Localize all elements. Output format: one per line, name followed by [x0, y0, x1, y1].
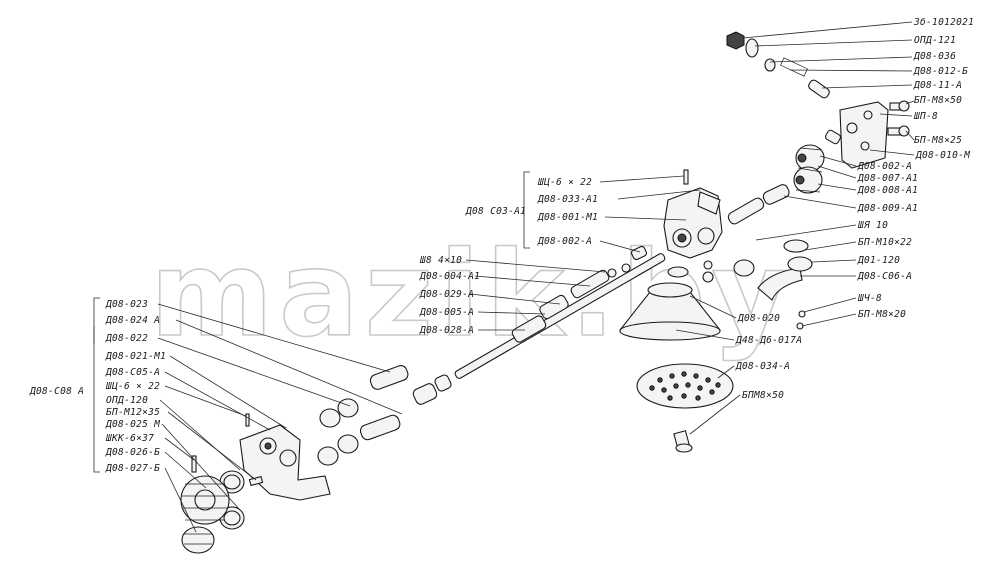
labels-right: 3б-1012021 ОПД-121 Д08-036 Д08-012-Б Д08… — [742, 17, 974, 401]
label-l10: Д08-026-Б — [105, 447, 160, 458]
label-c9: Д08-028-А — [419, 325, 474, 336]
label-l11: Д08-027-Б — [105, 463, 160, 474]
labels-center: ШЦ-6 × 22 Д08-033-А1 Д08 С03-А1 Д08-001-… — [419, 177, 802, 372]
perforated-disc-part — [636, 363, 734, 409]
label-c6: Д08-004-А1 — [419, 271, 480, 282]
label-r5: БП-М8×50 — [914, 95, 962, 106]
label-r15: Д01-120 — [857, 255, 900, 266]
label-l7: БП-М12×35 — [106, 407, 160, 418]
label-c11: Д48-Д6-017А — [735, 335, 802, 346]
label-r10: Д08-008-А1 — [857, 185, 918, 196]
label-l9: ШКК-6×37 — [105, 433, 154, 444]
label-r9: Д08-007-А1 — [857, 173, 918, 184]
label-l6: ОПД-120 — [106, 395, 148, 406]
label-l1: Д08-024 А — [105, 315, 160, 326]
label-l4: Д08-С05-А — [105, 367, 160, 378]
label-r0: 3б-1012021 — [913, 17, 974, 28]
pin-part — [808, 79, 830, 99]
label-l12: Д08-С08 А — [29, 386, 84, 397]
label-c7: Д08-029-А — [419, 289, 474, 300]
label-r17: ШЧ-8 — [857, 293, 882, 304]
label-c4: Д08-002-А — [537, 236, 592, 247]
labels-left: Д08-023 Д08-024 А Д08-022 Д08-021-М1 Д08… — [29, 299, 166, 474]
label-c10: Д08-020 — [737, 313, 780, 324]
cover-plate-part — [839, 101, 889, 169]
label-c5: Ш8 4×10 — [419, 255, 462, 266]
label-c0: ШЦ-6 × 22 — [537, 177, 592, 188]
label-r1: ОПД-121 — [914, 35, 956, 46]
label-l2: Д08-022 — [105, 333, 148, 344]
label-c1: Д08-033-А1 — [537, 194, 598, 205]
label-r14: БП-М10×22 — [858, 237, 912, 248]
label-r3: Д08-012-Б — [913, 66, 968, 77]
label-l5: ШЦ-6 × 22 — [105, 381, 160, 392]
label-l0: Д08-023 — [105, 299, 148, 310]
label-c2: Д08 С03-А1 — [465, 206, 526, 217]
group-brackets — [93, 171, 530, 473]
label-r6: ШП-8 — [913, 111, 938, 122]
label-r4: Д08-11-А — [913, 80, 962, 91]
leader-lines — [157, 21, 915, 533]
label-r2: Д08-036 — [913, 51, 956, 62]
washer-part — [745, 38, 759, 58]
label-c3: Д08-001-М1 — [537, 212, 598, 223]
label-c12: Д08-034-А — [735, 361, 790, 372]
label-r19: БПМ8×50 — [742, 390, 784, 401]
washer-small-part — [764, 58, 776, 72]
label-r18: БП-М8×20 — [858, 309, 906, 320]
label-l8: Д08-025 М — [105, 419, 160, 430]
label-r8: Д08-002-А — [857, 161, 912, 172]
pipe-part — [757, 267, 803, 301]
nut-part — [726, 31, 745, 50]
label-r7: БП-М8×25 — [914, 135, 962, 146]
label-l3: Д08-021-М1 — [105, 351, 166, 362]
gear-lower-part — [793, 166, 823, 194]
label-c8: Д08-005-А — [419, 307, 474, 318]
label-r13: ШЯ 10 — [857, 220, 888, 231]
label-r16: Д08-С06-А — [857, 271, 912, 282]
label-r11: Д08-010-М — [915, 150, 970, 161]
label-r12: Д08-009-А1 — [857, 203, 918, 214]
